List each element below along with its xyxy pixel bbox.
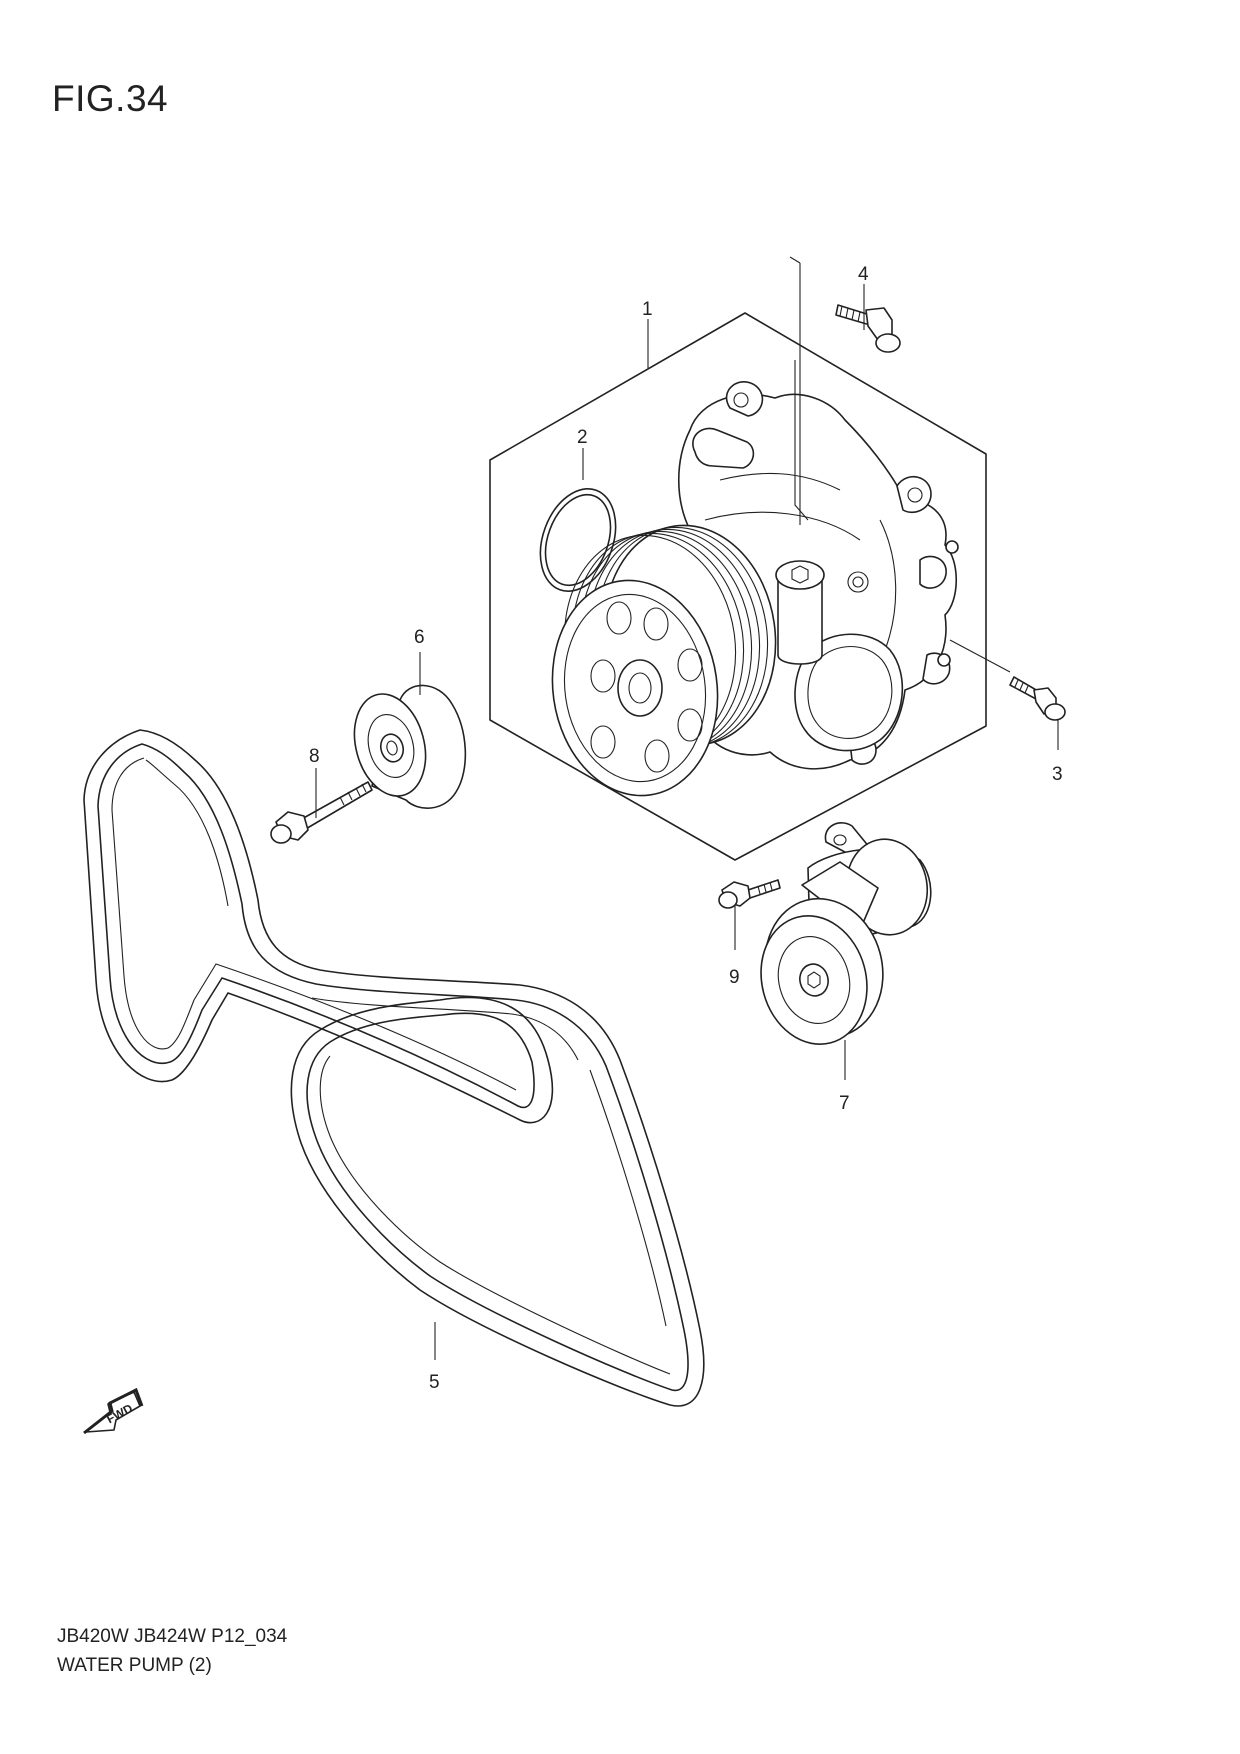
o-ring[interactable] <box>527 478 629 602</box>
callout-7: 7 <box>839 1093 850 1114</box>
callout-5: 5 <box>429 1372 440 1393</box>
bolt-3[interactable] <box>1009 676 1066 721</box>
leader-lines <box>315 256 1059 1360</box>
model-code: JB420W JB424W P12_034 <box>57 1626 288 1647</box>
pump-pulley[interactable] <box>539 514 790 806</box>
assembly-boundary <box>489 312 987 861</box>
figure-caption: WATER PUMP (2) <box>57 1655 212 1676</box>
figure-title: FIG.34 <box>52 78 169 119</box>
callout-labels: 1 2 3 4 5 6 7 8 9 <box>309 264 1063 1393</box>
bolt-4[interactable] <box>835 304 901 353</box>
bolt-9[interactable] <box>718 879 781 909</box>
callout-3: 3 <box>1052 764 1063 785</box>
bolt-8[interactable] <box>270 781 373 844</box>
callout-8: 8 <box>309 746 320 767</box>
fwd-arrow-icon: FWD <box>83 1387 144 1435</box>
callout-1: 1 <box>642 299 653 320</box>
belt-tensioner[interactable] <box>747 822 935 1056</box>
drive-belt[interactable] <box>83 729 705 1407</box>
idler-pulley[interactable] <box>344 684 467 809</box>
callout-6: 6 <box>414 627 425 648</box>
callout-4: 4 <box>858 264 869 285</box>
callout-9: 9 <box>729 967 740 988</box>
callout-2: 2 <box>577 427 588 448</box>
